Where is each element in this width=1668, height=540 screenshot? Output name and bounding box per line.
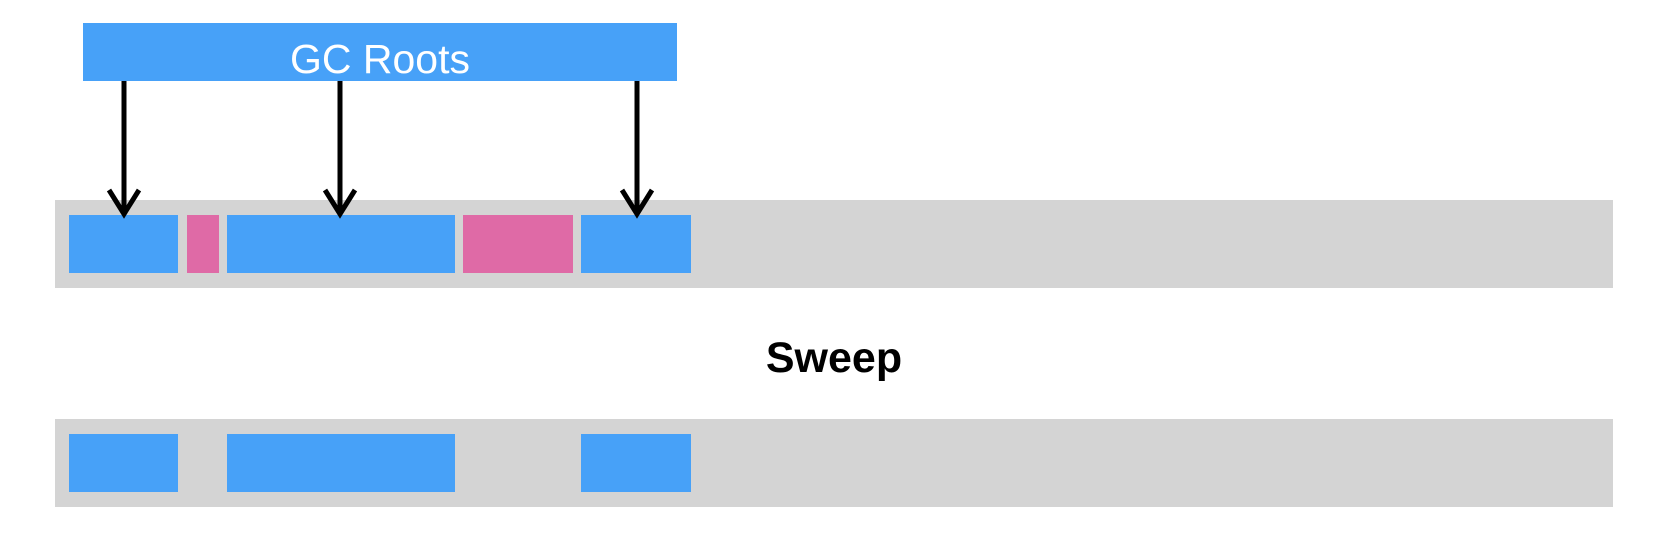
heap-after-live-object-5	[581, 434, 691, 492]
heap-before	[55, 200, 1613, 288]
root-arrow-5	[619, 81, 655, 219]
heap-after-live-object-1	[69, 434, 178, 492]
heap-before-garbage-object-4	[463, 215, 573, 273]
root-arrow-3	[322, 81, 358, 219]
arrow-head	[322, 188, 358, 219]
gc-roots-rect	[83, 23, 677, 81]
gc-roots-label: GC Roots	[290, 36, 470, 82]
heap-after	[55, 419, 1613, 507]
heap-before-live-object-1	[69, 215, 178, 273]
heap-after-live-object-3	[227, 434, 455, 492]
root-arrows	[106, 81, 655, 219]
gc-roots-box: GC Roots	[83, 23, 677, 82]
heap-before-garbage-object-2	[187, 215, 219, 273]
arrow-head	[619, 188, 655, 219]
heap-before-live-object-5	[581, 215, 691, 273]
root-arrow-1	[106, 81, 142, 219]
heap-before-objects	[69, 215, 691, 273]
arrow-head	[106, 188, 142, 219]
heap-after-objects	[69, 434, 691, 492]
sweep-label: Sweep	[766, 334, 902, 382]
heap-before-live-object-3	[227, 215, 455, 273]
